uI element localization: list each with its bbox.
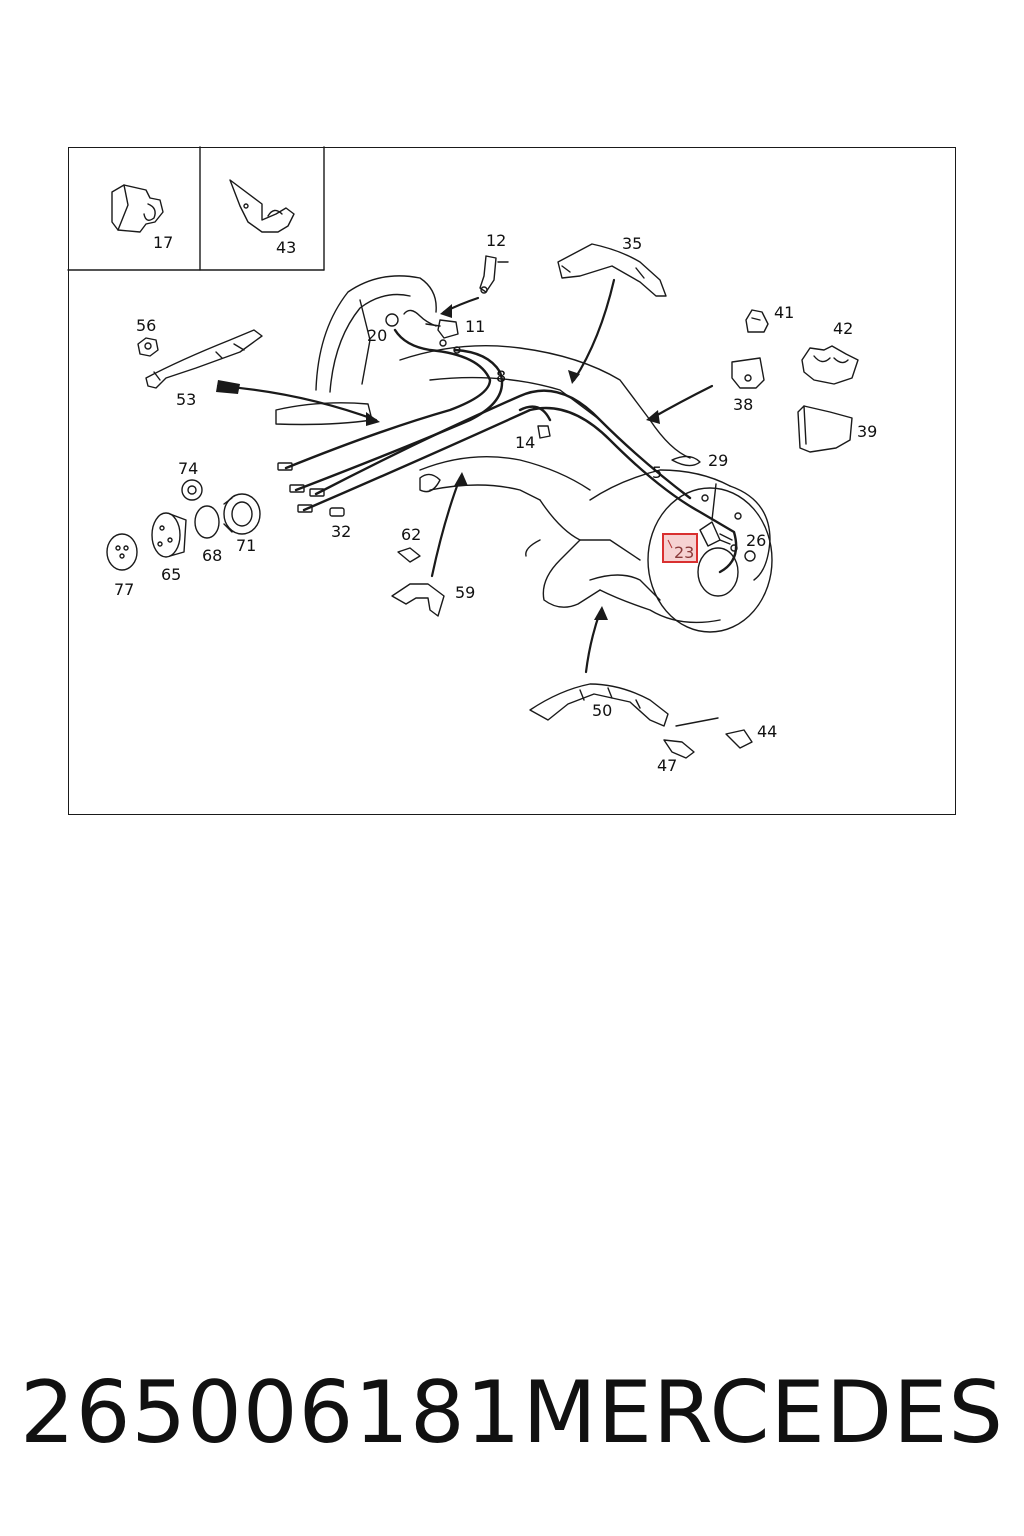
long-bracket-part xyxy=(557,243,667,297)
wheel-cylinder-parts xyxy=(699,483,756,562)
brake-line-bracket-part xyxy=(145,329,263,389)
part-label: 32 xyxy=(331,522,351,541)
part-label: 26 xyxy=(746,531,766,550)
parts-diagram-frame xyxy=(68,147,956,815)
part-label: 8 xyxy=(496,367,506,386)
part-label: 56 xyxy=(136,316,156,335)
axle-housing xyxy=(275,275,773,633)
rubber-mount-part xyxy=(111,184,164,233)
cover-part-39 xyxy=(797,405,853,453)
part-label: 29 xyxy=(708,451,728,470)
part-label: 77 xyxy=(114,580,134,599)
brake-lines xyxy=(284,328,738,574)
part-label: 12 xyxy=(486,231,506,250)
bolt-part-44 xyxy=(675,717,753,749)
part-label: 41 xyxy=(774,303,794,322)
part-label: 71 xyxy=(236,536,256,555)
grommet-part-74 xyxy=(181,479,203,501)
part-label: 65 xyxy=(161,565,181,584)
part-label: 43 xyxy=(276,238,296,257)
part-label: 38 xyxy=(733,395,753,414)
part-label: 39 xyxy=(857,422,877,441)
clip-part-62 xyxy=(397,547,421,563)
part-label: 74 xyxy=(178,459,198,478)
product-caption: 265006181 MERCEDES xyxy=(20,1358,1004,1468)
highlighted-part-box xyxy=(662,533,698,563)
part-number: 265006181 xyxy=(20,1363,522,1463)
shield-part-50 xyxy=(529,683,669,727)
bolt-part-47 xyxy=(663,739,695,759)
clip-part-38 xyxy=(731,357,765,389)
part-label: 20 xyxy=(367,326,387,345)
highlight-leader xyxy=(667,539,673,549)
part-label: 44 xyxy=(757,722,777,741)
connector-part-71 xyxy=(223,493,261,535)
clip-bracket-part xyxy=(229,179,295,233)
bracket-part-59 xyxy=(391,583,445,617)
part-label: 35 xyxy=(622,234,642,253)
clip-part-42 xyxy=(801,345,859,385)
part-label: 68 xyxy=(202,546,222,565)
connector-part-65 xyxy=(151,512,187,558)
small-bracket-part xyxy=(479,255,509,294)
seal-ring-part-68 xyxy=(194,505,220,539)
part-label: 11 xyxy=(465,317,485,336)
part-label: 5 xyxy=(652,463,662,482)
part-label: 42 xyxy=(833,319,853,338)
part-label: 53 xyxy=(176,390,196,409)
brake-line-fittings xyxy=(277,339,742,520)
cap-part-77 xyxy=(106,533,138,571)
part-label: 17 xyxy=(153,233,173,252)
banjo-bolt-part xyxy=(385,309,459,339)
highlighted-part-label: 23 xyxy=(674,543,694,562)
part-label: 14 xyxy=(515,433,535,452)
part-label: 62 xyxy=(401,525,421,544)
brake-fitting-part xyxy=(537,425,551,439)
brand-name: MERCEDES xyxy=(522,1363,1004,1463)
part-label: 50 xyxy=(592,701,612,720)
nut-part xyxy=(137,337,159,357)
arrowheads xyxy=(216,304,660,620)
part-label: 59 xyxy=(455,583,475,602)
part-label: 47 xyxy=(657,756,677,775)
clip-part-41 xyxy=(745,309,769,333)
